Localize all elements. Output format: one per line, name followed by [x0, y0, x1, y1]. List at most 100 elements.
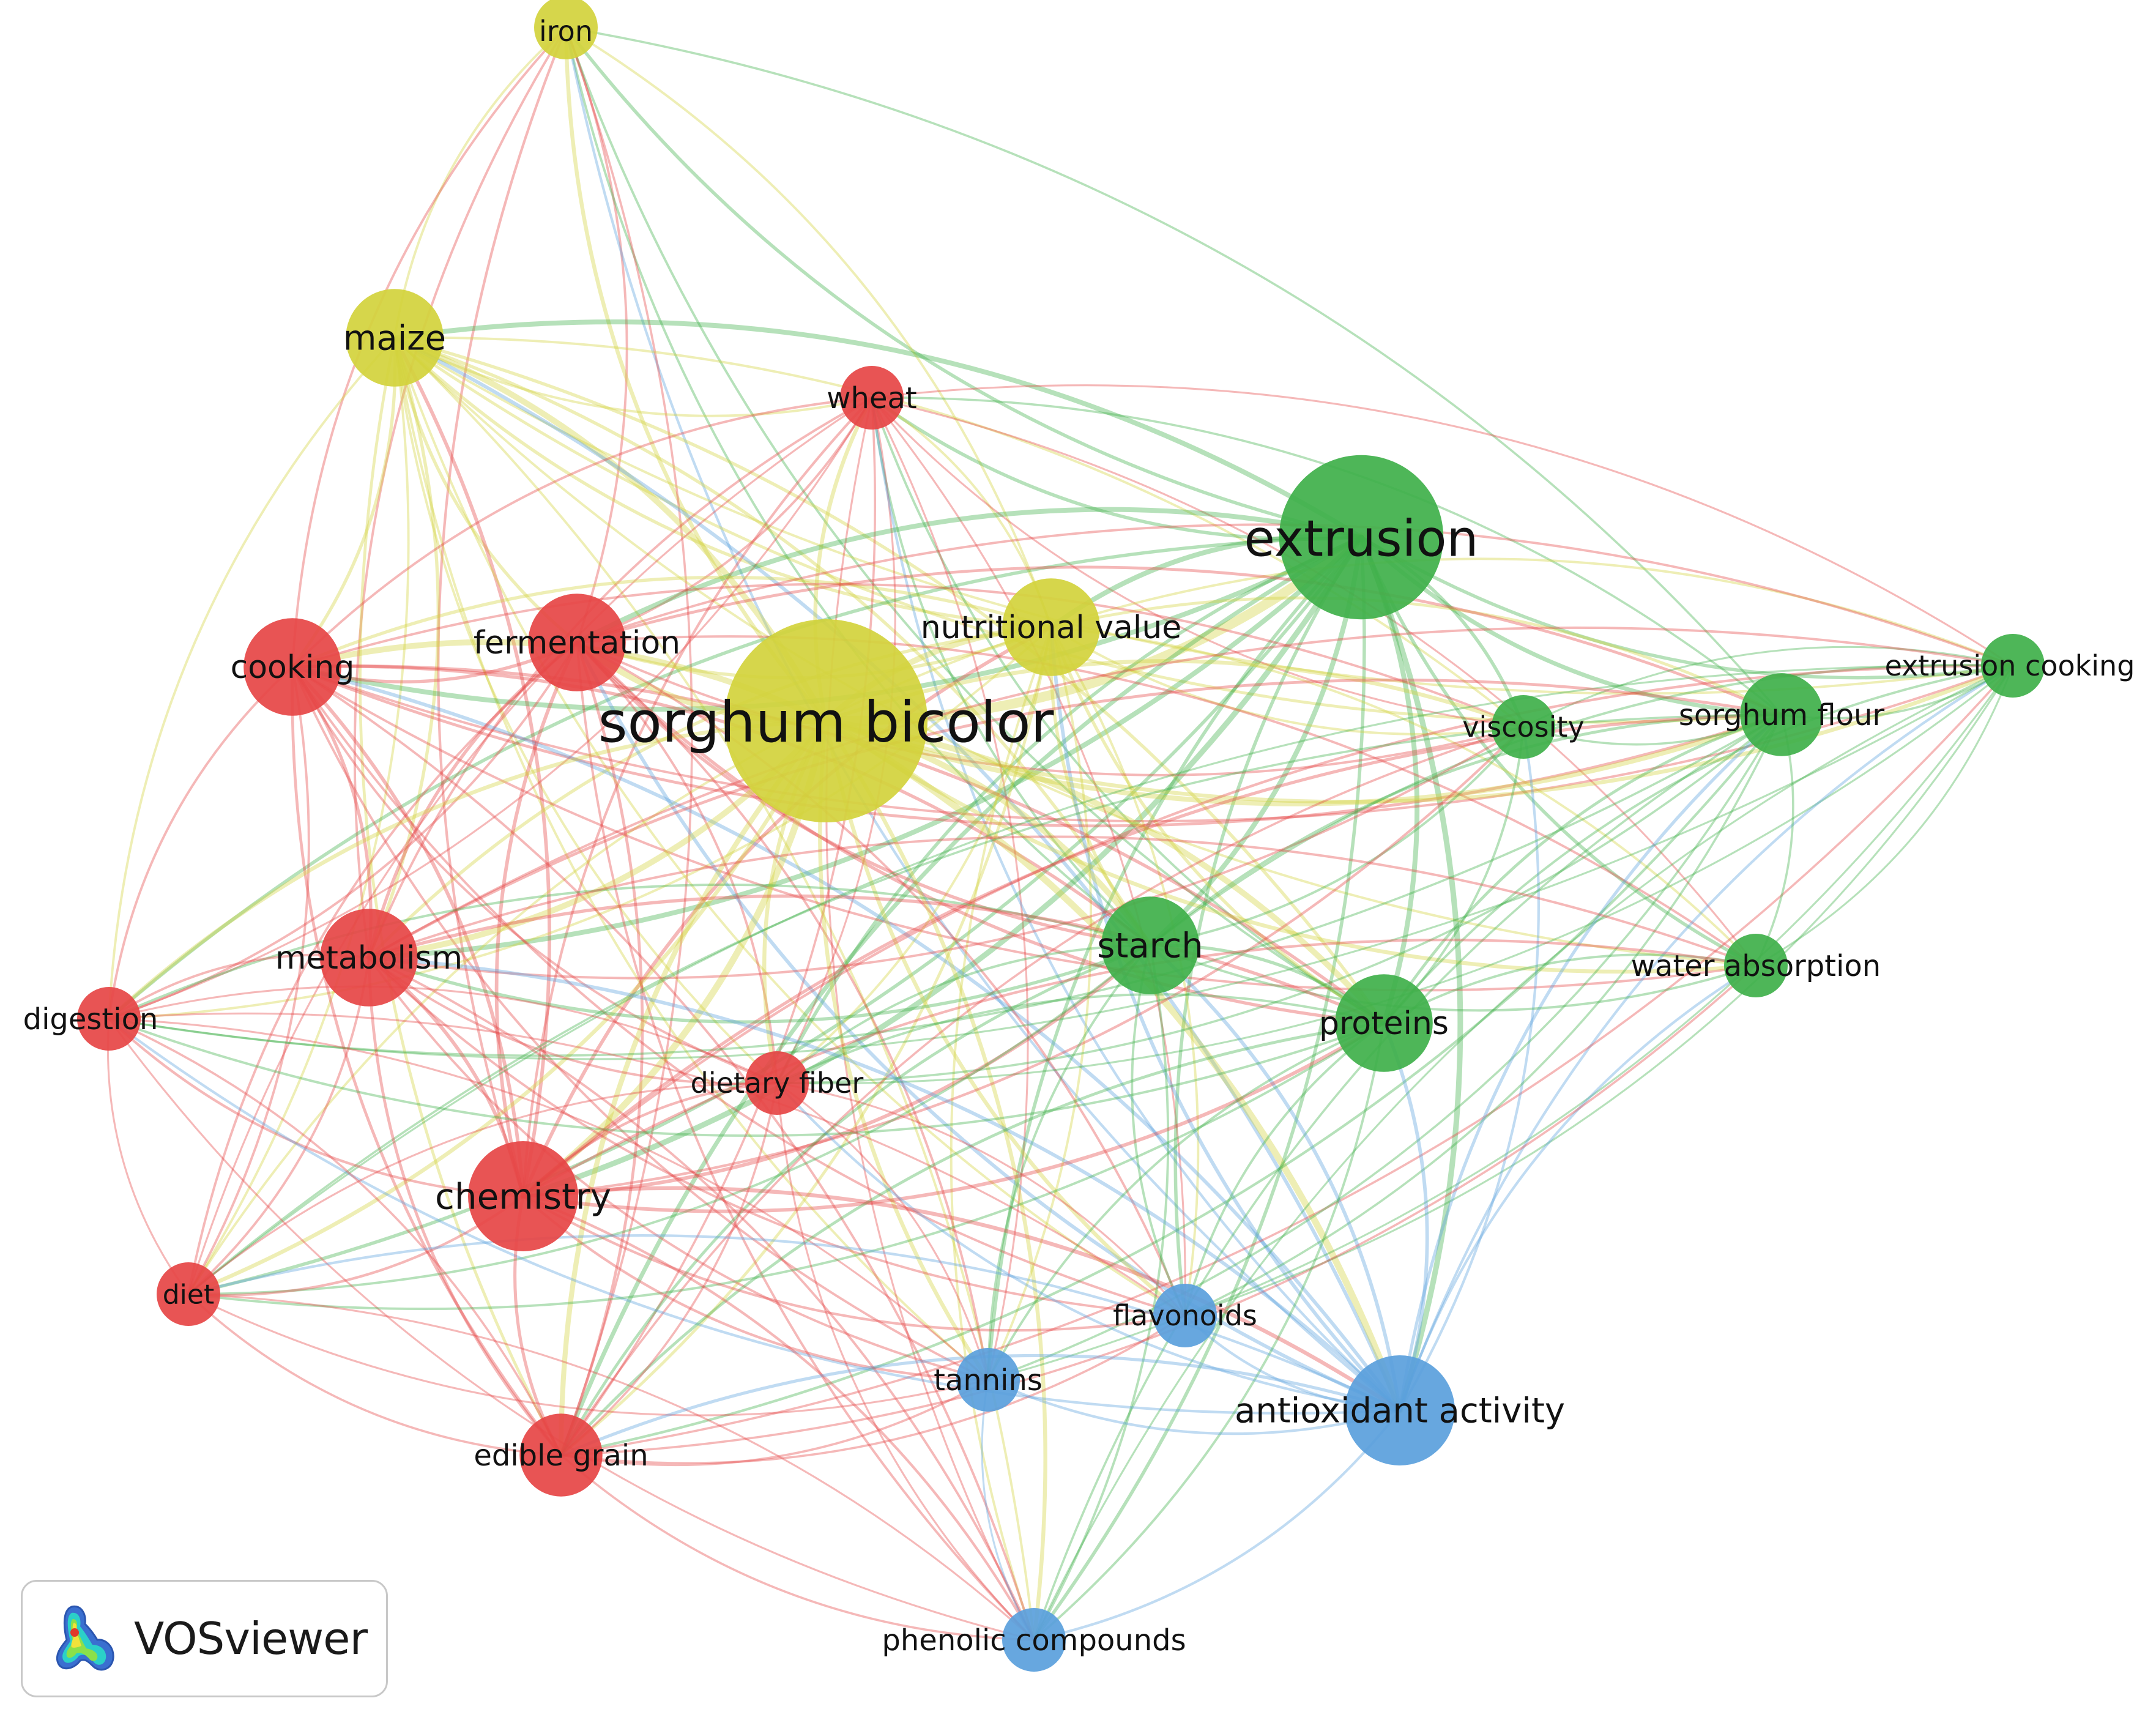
edge-chemistry-antioxidant_activity	[521, 1186, 1402, 1413]
edge-sorghum_bicolor-tannins	[818, 718, 991, 1382]
edge-extrusion-extrusion_cooking	[1359, 535, 2015, 680]
node-viscosity[interactable]	[1492, 695, 1555, 759]
edge-sorghum_flour-proteins	[1382, 713, 1783, 1025]
node-iron[interactable]	[534, 0, 598, 59]
edge-wheat-proteins	[871, 396, 1385, 1024]
network-edges	[106, 25, 2015, 1642]
edge-dietary_fiber-tannins	[776, 1082, 989, 1381]
edge-cooking-extrusion_cooking	[291, 665, 2014, 822]
edge-maize-chemistry	[393, 336, 551, 1198]
edge-cooking-water_absorption	[291, 666, 1757, 992]
edge-nutritional_value-water_absorption	[1050, 626, 1757, 967]
edge-chemistry-flavonoids	[521, 1194, 1187, 1332]
edge-sorghum_bicolor-sorghum_flour	[823, 712, 1785, 806]
edge-starch-diet	[187, 944, 1151, 1295]
node-dietary-fiber[interactable]	[745, 1051, 809, 1115]
edge-extrusion_cooking-metabolism	[368, 626, 2014, 959]
edge-extrusion_cooking-chemistry	[521, 664, 2015, 1198]
label-phenolic-compounds: phenolic compounds	[882, 1623, 1186, 1658]
edge-digestion-flavonoids	[108, 1012, 1186, 1317]
node-water-absorption[interactable]	[1724, 934, 1788, 997]
node-extrusion[interactable]	[1279, 455, 1444, 620]
edge-nutritional_value-cooking	[291, 575, 1053, 669]
label-metabolism: metabolism	[275, 940, 463, 977]
edge-maize-cooking	[291, 336, 397, 669]
node-wheat[interactable]	[840, 366, 904, 430]
node-edible-grain[interactable]	[519, 1413, 603, 1497]
edge-metabolism-antioxidant_activity	[367, 956, 1402, 1412]
node-phenolic-compounds[interactable]	[1002, 1608, 1066, 1672]
edge-nutritional_value-edible_grain	[559, 625, 1053, 1457]
edge-extrusion-phenolic_compounds	[1032, 535, 1366, 1642]
edge-iron-extrusion	[564, 26, 1363, 539]
edge-iron-chemistry	[437, 26, 568, 1198]
label-sorghum-bicolor: sorghum bicolor	[598, 690, 1054, 755]
edge-maize-antioxidant_activity	[393, 336, 1402, 1412]
edge-nutritional_value-sorghum_flour	[1049, 596, 1783, 717]
label-extrusion: extrusion	[1244, 510, 1478, 568]
node-metabolism[interactable]	[320, 909, 418, 1007]
edge-nutritional_value-antioxidant_activity	[1049, 625, 1402, 1412]
edge-starch-chemistry	[521, 944, 1152, 1198]
node-flavonoids[interactable]	[1153, 1284, 1217, 1347]
edge-extrusion-edible_grain	[559, 535, 1364, 1458]
edge-cooking-flavonoids	[291, 666, 1186, 1317]
edge-cooking-viscosity	[291, 583, 1525, 728]
node-proteins[interactable]	[1335, 974, 1433, 1072]
node-starch[interactable]	[1101, 896, 1199, 994]
edge-extrusion-fermentation	[574, 507, 1364, 645]
edge-iron-edible_grain	[560, 26, 693, 1456]
edge-iron-fermentation	[565, 26, 628, 644]
node-sorghum-flour[interactable]	[1740, 673, 1823, 756]
edge-extrusion-diet	[187, 535, 1363, 1296]
edge-cooking-diet	[187, 666, 310, 1295]
edge-extrusion_cooking-edible_grain	[560, 665, 2014, 1456]
node-extrusion-cooking[interactable]	[1981, 634, 2045, 698]
node-maize[interactable]	[346, 289, 444, 387]
edge-proteins-antioxidant_activity	[1382, 1021, 1429, 1412]
edge-maize-water_absorption	[393, 337, 1757, 967]
edge-wheat-viscosity	[871, 396, 1525, 728]
edge-extrusion_cooking-diet	[187, 664, 2014, 1295]
node-fermentation[interactable]	[528, 594, 626, 691]
label-cooking: cooking	[231, 649, 355, 686]
edge-extrusion_cooking-viscosity	[1522, 646, 2014, 728]
edge-extrusion-digestion	[107, 535, 1363, 1021]
edge-fermentation-metabolism	[367, 641, 579, 959]
node-diet[interactable]	[157, 1262, 220, 1326]
edge-nutritional_value-phenolic_compounds	[950, 626, 1052, 1641]
node-sorghum-bicolor[interactable]	[724, 619, 927, 822]
node-tannins[interactable]	[956, 1348, 1020, 1412]
edge-dietary_fiber-edible_grain	[560, 1082, 778, 1456]
edge-starch-water_absorption	[1149, 944, 1757, 1012]
edge-sorghum_flour-metabolism	[367, 678, 1783, 959]
edge-nutritional_value-viscosity	[1050, 626, 1525, 735]
edge-cooking-tannins	[291, 666, 989, 1381]
node-cooking[interactable]	[243, 618, 341, 716]
edge-digestion-dietary_fiber	[108, 985, 778, 1084]
node-antioxidant-activity[interactable]	[1345, 1355, 1455, 1465]
edge-diet-edible_grain	[187, 1293, 562, 1456]
edge-cooking-sorghum_flour	[291, 665, 1783, 828]
edge-extrusion_cooking-antioxidant_activity	[1398, 664, 2015, 1412]
edge-sorghum_flour-edible_grain	[559, 713, 1783, 1457]
edge-digestion-proteins	[108, 1018, 1385, 1137]
edge-iron-sorghum_flour	[565, 26, 1783, 716]
node-digestion[interactable]	[77, 987, 141, 1051]
edge-dietary_fiber-diet	[187, 1082, 778, 1295]
edge-cooking-dietary_fiber	[291, 666, 778, 1084]
edge-wheat-phenolic_compounds	[825, 396, 1035, 1641]
edge-sorghum_flour-antioxidant_activity	[1398, 713, 1783, 1412]
label-starch: starch	[1097, 926, 1203, 966]
edge-maize-diet	[187, 337, 410, 1295]
edge-fermentation-proteins	[575, 641, 1386, 1025]
edge-water_absorption-antioxidant_activity	[1398, 964, 1758, 1412]
label-wheat: wheat	[827, 381, 916, 415]
label-diet: diet	[163, 1279, 214, 1310]
edge-flavonoids-edible_grain	[560, 1314, 1186, 1464]
node-chemistry[interactable]	[468, 1141, 578, 1251]
edge-fermentation-chemistry	[494, 641, 579, 1198]
node-nutritional-value[interactable]	[1002, 578, 1100, 676]
edge-nutritional_value-metabolism	[367, 625, 1053, 959]
edge-wheat-flavonoids	[871, 396, 1186, 1317]
